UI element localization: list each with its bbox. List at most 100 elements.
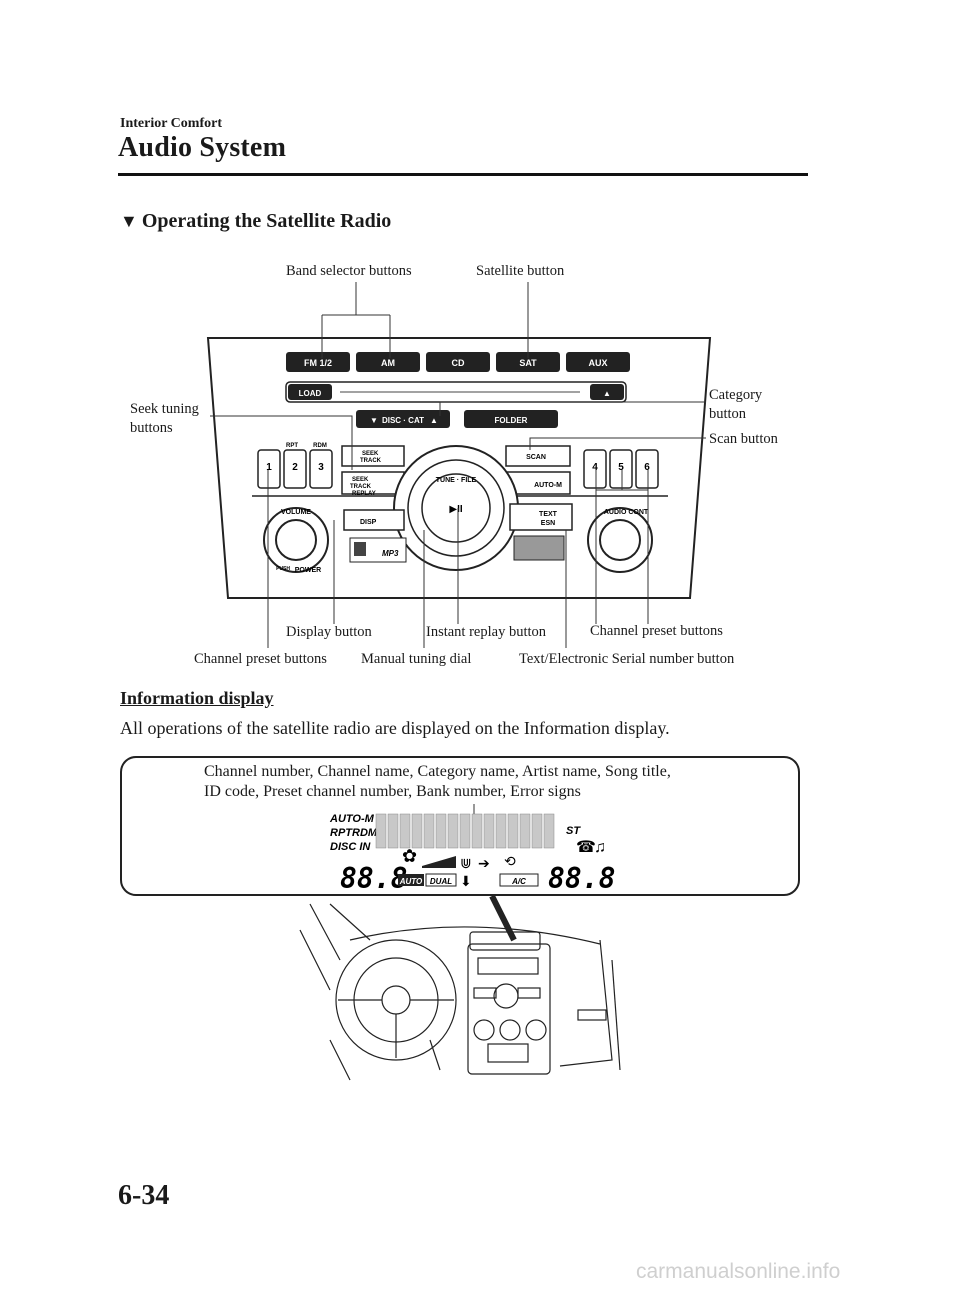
text-esn-button — [509, 503, 573, 531]
preset-right-callout: Channel preset buttons — [590, 623, 723, 639]
folder-button — [464, 410, 558, 428]
eject-button — [590, 384, 624, 400]
center-console — [467, 943, 551, 1075]
info-display-callout: Channel number, Channel name, Category n… — [204, 762, 671, 802]
disp-label: DISP — [360, 519, 377, 526]
display-callout: Display button — [286, 624, 373, 640]
ac-label: A/C — [511, 877, 526, 886]
load-label: LOAD — [299, 389, 322, 398]
track-label: TRACK — [360, 458, 382, 464]
sxm-logo-panel — [513, 535, 565, 561]
seek-callout-line2: buttons — [130, 420, 173, 436]
aux-button — [566, 352, 630, 372]
seek-label: SEEK — [362, 451, 379, 457]
folder-label: FOLDER — [495, 416, 528, 425]
down-arrow-icon: ⬇ — [460, 873, 472, 889]
seek-label-2: SEEK — [352, 477, 369, 483]
cd-button — [426, 352, 490, 372]
manual-tuning-callout: Manual tuning dial — [361, 651, 471, 667]
section-heading: ▼ Operating the Satellite Radio — [120, 210, 391, 233]
rpt-label: RPT — [286, 443, 298, 449]
info-display-box — [120, 756, 800, 896]
seg-right: 88.8 — [548, 862, 615, 895]
airflow-icon: ➔ — [478, 855, 490, 871]
dashboard-illustration — [299, 903, 621, 1081]
mp3-label: MP3 — [382, 549, 399, 558]
disp-button — [343, 509, 405, 531]
text-label: TEXT — [539, 511, 558, 518]
side-vent — [577, 1009, 607, 1021]
phone-icon: ☎ — [576, 839, 596, 856]
radio-panel-diagram: FM 1/2 AM CD SAT AUX LOAD ▲ DISC · CAT ▼… — [130, 263, 779, 667]
chevron-down-icon: ▼ — [370, 416, 378, 425]
preset-5-button — [609, 449, 633, 489]
st-indicator: ST — [566, 825, 581, 837]
steering-hub — [381, 985, 411, 1015]
dash-display-housing — [469, 931, 541, 951]
title-rule — [118, 173, 808, 176]
auto-m-label: AUTO-M — [534, 482, 562, 489]
preset-1-button — [257, 449, 281, 489]
watermark: carmanualsonline.info — [636, 1260, 841, 1283]
preset-left-callout: Channel preset buttons — [194, 651, 327, 667]
track-label-2: TRACK — [350, 484, 372, 490]
seek-up-button — [341, 445, 405, 467]
replay-label: REPLAY — [352, 491, 376, 497]
preset-3-label: 3 — [318, 462, 324, 473]
chevron-up-icon: ▲ — [430, 416, 438, 425]
preset-1-label: 1 — [266, 462, 272, 473]
text-esn-callout: Text/Electronic Serial number button — [519, 651, 735, 667]
am-label: AM — [381, 358, 395, 368]
music-note-icon: ♫ — [594, 839, 606, 856]
page-title: Audio System — [118, 132, 287, 163]
scan-callout: Scan button — [709, 431, 779, 447]
preset-4-label: 4 — [592, 462, 598, 473]
dual-badge — [425, 873, 457, 887]
defrost-icon: ⋓ — [460, 855, 472, 871]
steering-wheel — [335, 939, 457, 1061]
page-number: 6-34 — [118, 1180, 170, 1211]
preset-2-button — [283, 449, 307, 489]
push-label: PUSH — [276, 566, 290, 572]
climate-knob-left — [473, 1019, 495, 1041]
fan-level-icon — [422, 856, 456, 868]
sat-label: SAT — [519, 358, 537, 368]
disc-cat-button — [356, 410, 450, 428]
volume-label: VOLUME — [281, 509, 311, 516]
am-button — [356, 352, 420, 372]
info-callout-line2: ID code, Preset channel number, Bank num… — [204, 783, 581, 800]
eject-icon: ▲ — [603, 389, 611, 398]
category-callout-line1: Category — [709, 387, 763, 403]
preset-6-label: 6 — [644, 462, 650, 473]
info-subheading: Information display — [120, 688, 274, 708]
recirc-icon: ⟲ — [504, 853, 516, 869]
rdm-label: RDM — [313, 443, 327, 449]
preset-2-label: 2 — [292, 462, 298, 473]
preset-4-button — [583, 449, 607, 489]
load-button — [288, 384, 332, 400]
climate-knob-right — [525, 1019, 547, 1041]
play-pause-icon: ▶II — [449, 504, 462, 515]
preset-3-button — [309, 449, 333, 489]
disc-cat-label: DISC · CAT — [382, 416, 424, 425]
band-selector-callout: Band selector buttons — [286, 263, 412, 279]
auto-label: AUTO — [399, 877, 423, 886]
tune-file-label: TUNE · FILE — [436, 477, 477, 484]
seg-left: 88.8 — [340, 862, 407, 895]
preset-5-label: 5 — [618, 462, 624, 473]
category-callout-line2: button — [709, 406, 747, 422]
rpt-rdm-indicator: RPTRDM — [330, 827, 378, 839]
section-label: Interior Comfort — [120, 116, 222, 131]
scan-label: SCAN — [526, 454, 546, 461]
console-radio-top — [477, 957, 539, 975]
fm-button — [286, 352, 350, 372]
instant-replay-callout: Instant replay button — [426, 624, 547, 640]
section-heading-text: Operating the Satellite Radio — [141, 210, 392, 232]
aux-label: AUX — [588, 358, 607, 368]
climate-knob-center — [499, 1019, 521, 1041]
auto-m-indicator: AUTO-M — [329, 813, 375, 825]
pointer-arrow — [489, 894, 517, 942]
esn-label: ESN — [541, 520, 555, 527]
dot-matrix-display — [375, 813, 555, 849]
